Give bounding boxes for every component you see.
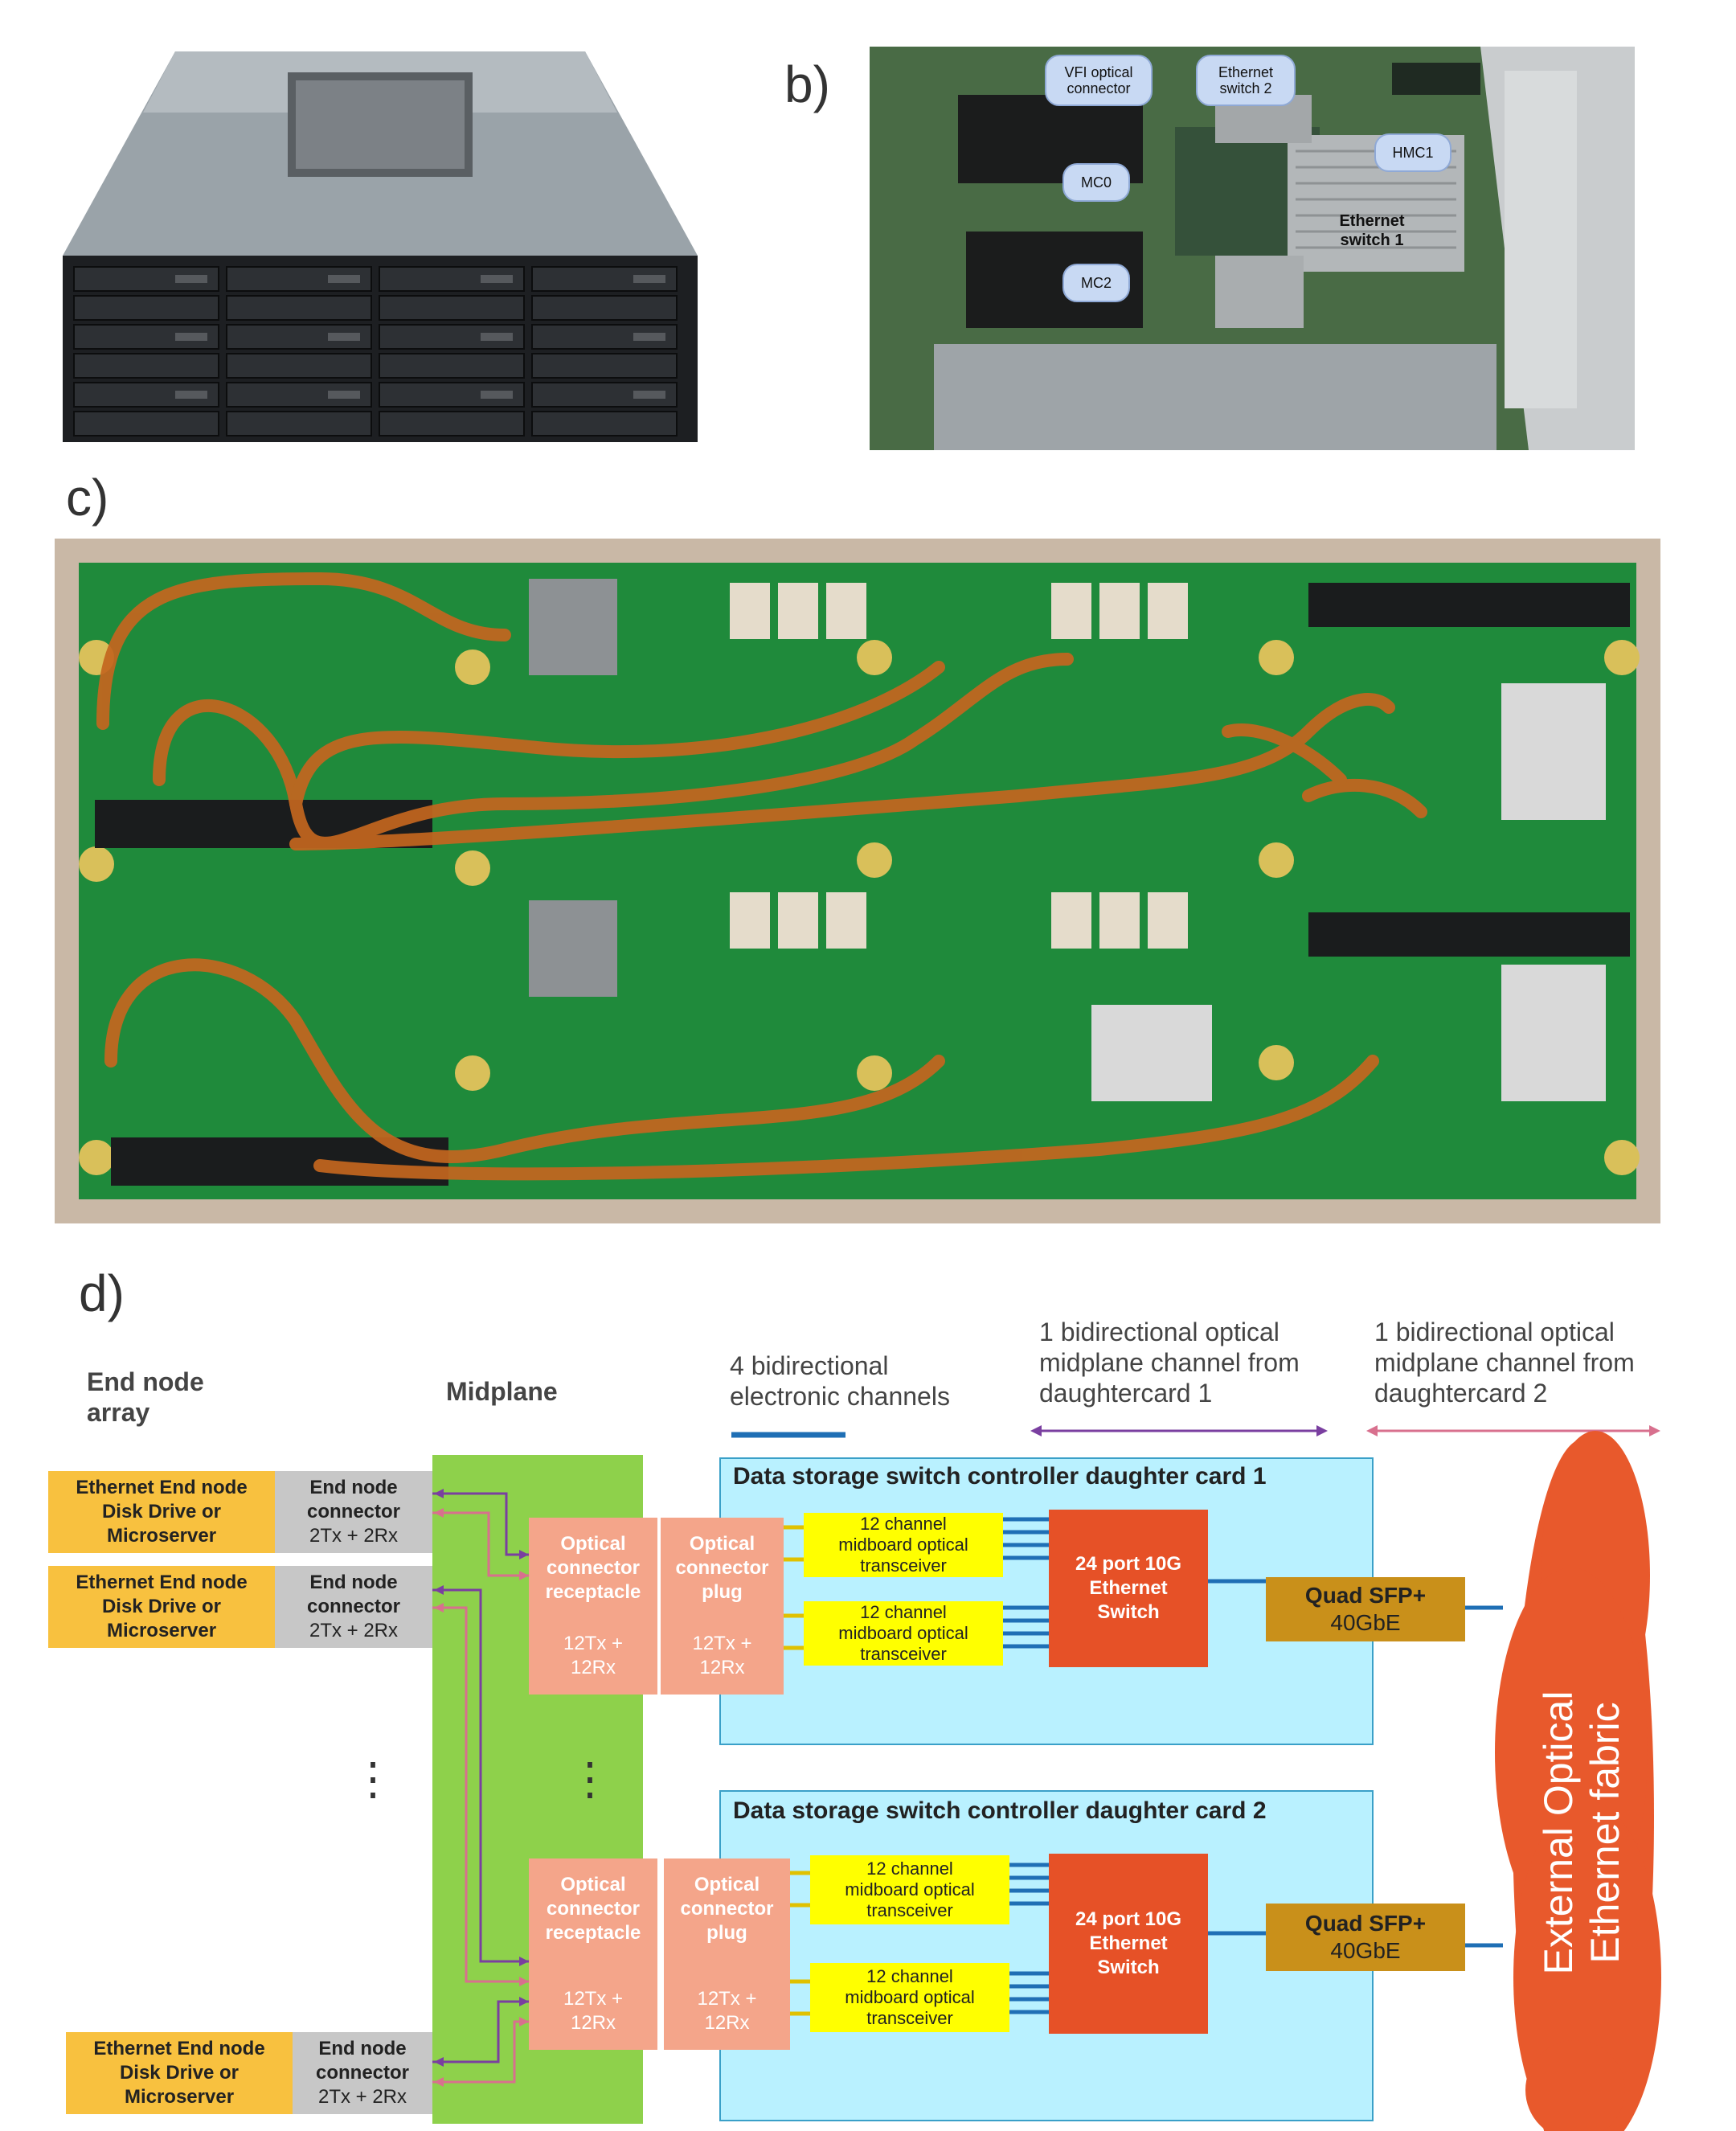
end-node-connector-3-title: End node connector <box>315 2038 409 2084</box>
card1-plug-label: Optical connector plug <box>675 1533 769 1603</box>
card2-optical-receptacle: Optical connector receptacle 12Tx + 12Rx <box>529 1858 657 2050</box>
callout-vfi-optical-connector: VFI optical connector <box>1045 55 1153 106</box>
card2-quad-sfp: Quad SFP+ 40GbE <box>1266 1904 1465 1971</box>
card1-transceiver-b: 12 channel midboard optical transceiver <box>804 1601 1003 1666</box>
end-node-connector-1-io: 2Tx + 2Rx <box>309 1525 399 1547</box>
daughter-card-2-title: Data storage switch controller daughter … <box>733 1797 1267 1824</box>
callout-ethernet-switch-2: Ethernet switch 2 <box>1196 55 1296 106</box>
midplane-ellipsis: ⋮ <box>567 1753 612 1804</box>
end-node-connector-1: End node connector 2Tx + 2Rx <box>275 1471 432 1553</box>
end-node-connector-2-io: 2Tx + 2Rx <box>309 1620 399 1641</box>
external-optical-ethernet-fabric-label: External Optical Ethernet fabric <box>1536 1690 1628 1975</box>
daughter-card-1-title: Data storage switch controller daughter … <box>733 1463 1267 1490</box>
legend-optical-channel-card1: 1 bidirectional optical midplane channel… <box>1039 1318 1300 1408</box>
card2-receptacle-io: 12Tx + 12Rx <box>563 1988 624 2034</box>
card1-receptacle-io: 12Tx + 12Rx <box>563 1633 624 1678</box>
end-node-connector-1-title: End node connector <box>306 1477 400 1522</box>
card2-transceiver-b: 12 channel midboard optical transceiver <box>810 1963 1009 2032</box>
end-node-ellipsis: ⋮ <box>350 1753 395 1804</box>
card2-ethernet-switch: 24 port 10G Ethernet Switch <box>1049 1854 1208 2034</box>
card1-optical-plug: Optical connector plug 12Tx + 12Rx <box>661 1518 784 1695</box>
callout-mc0: MC0 <box>1062 163 1130 202</box>
end-node-connector-2-title: End node connector <box>306 1572 400 1617</box>
card1-optical-receptacle: Optical connector receptacle 12Tx + 12Rx <box>529 1518 657 1695</box>
card2-transceiver-a: 12 channel midboard optical transceiver <box>810 1855 1009 1924</box>
end-node-connector-3: End node connector 2Tx + 2Rx <box>293 2032 432 2114</box>
card2-sfp-speed: 40GbE <box>1330 1938 1401 1963</box>
legend-optical-channel-card2: 1 bidirectional optical midplane channel… <box>1374 1318 1635 1408</box>
card1-sfp-speed: 40GbE <box>1330 1610 1401 1635</box>
callout-mc2: MC2 <box>1062 264 1130 302</box>
panel-label-b: b) <box>784 55 830 113</box>
callout-hmc1: HMC1 <box>1374 133 1451 172</box>
controller-board-photo: VFI optical connector Ethernet switch 2 … <box>870 47 1635 450</box>
midplane-board-photo <box>55 539 1660 1223</box>
card1-sfp-title: Quad SFP+ <box>1304 1583 1427 1608</box>
card2-plug-label: Optical connector plug <box>680 1874 774 1944</box>
ethernet-switch-1-label: Ethernet switch 1 <box>1339 212 1405 249</box>
legend-electronic-channels: 4 bidirectional electronic channels <box>730 1351 950 1411</box>
architecture-diagram: End node array Midplane 4 bidirectional … <box>0 1254 1736 2131</box>
card2-plug-io: 12Tx + 12Rx <box>697 1988 757 2034</box>
storage-enclosure-photo <box>55 40 702 450</box>
card2-sfp-title: Quad SFP+ <box>1304 1911 1427 1936</box>
panel-label-d: d) <box>79 1264 125 1322</box>
end-node-device-1: Ethernet End node Disk Drive or Microser… <box>48 1471 275 1553</box>
end-node-array-heading: End node array <box>87 1367 204 1427</box>
end-node-device-2: Ethernet End node Disk Drive or Microser… <box>48 1566 275 1648</box>
card1-receptacle-label: Optical connector receptacle <box>545 1533 641 1603</box>
end-node-device-3: Ethernet End node Disk Drive or Microser… <box>66 2032 293 2114</box>
card1-quad-sfp: Quad SFP+ 40GbE <box>1266 1577 1465 1641</box>
card2-optical-plug: Optical connector plug 12Tx + 12Rx <box>664 1858 790 2050</box>
midplane-heading: Midplane <box>446 1377 558 1406</box>
end-node-connector-2: End node connector 2Tx + 2Rx <box>275 1566 432 1648</box>
card1-ethernet-switch: 24 port 10G Ethernet Switch <box>1049 1510 1208 1667</box>
end-node-connector-3-io: 2Tx + 2Rx <box>317 2086 407 2108</box>
card1-transceiver-a: 12 channel midboard optical transceiver <box>804 1513 1003 1577</box>
card2-receptacle-label: Optical connector receptacle <box>545 1874 641 1944</box>
card1-plug-io: 12Tx + 12Rx <box>692 1633 752 1678</box>
panel-label-c: c) <box>66 469 109 527</box>
